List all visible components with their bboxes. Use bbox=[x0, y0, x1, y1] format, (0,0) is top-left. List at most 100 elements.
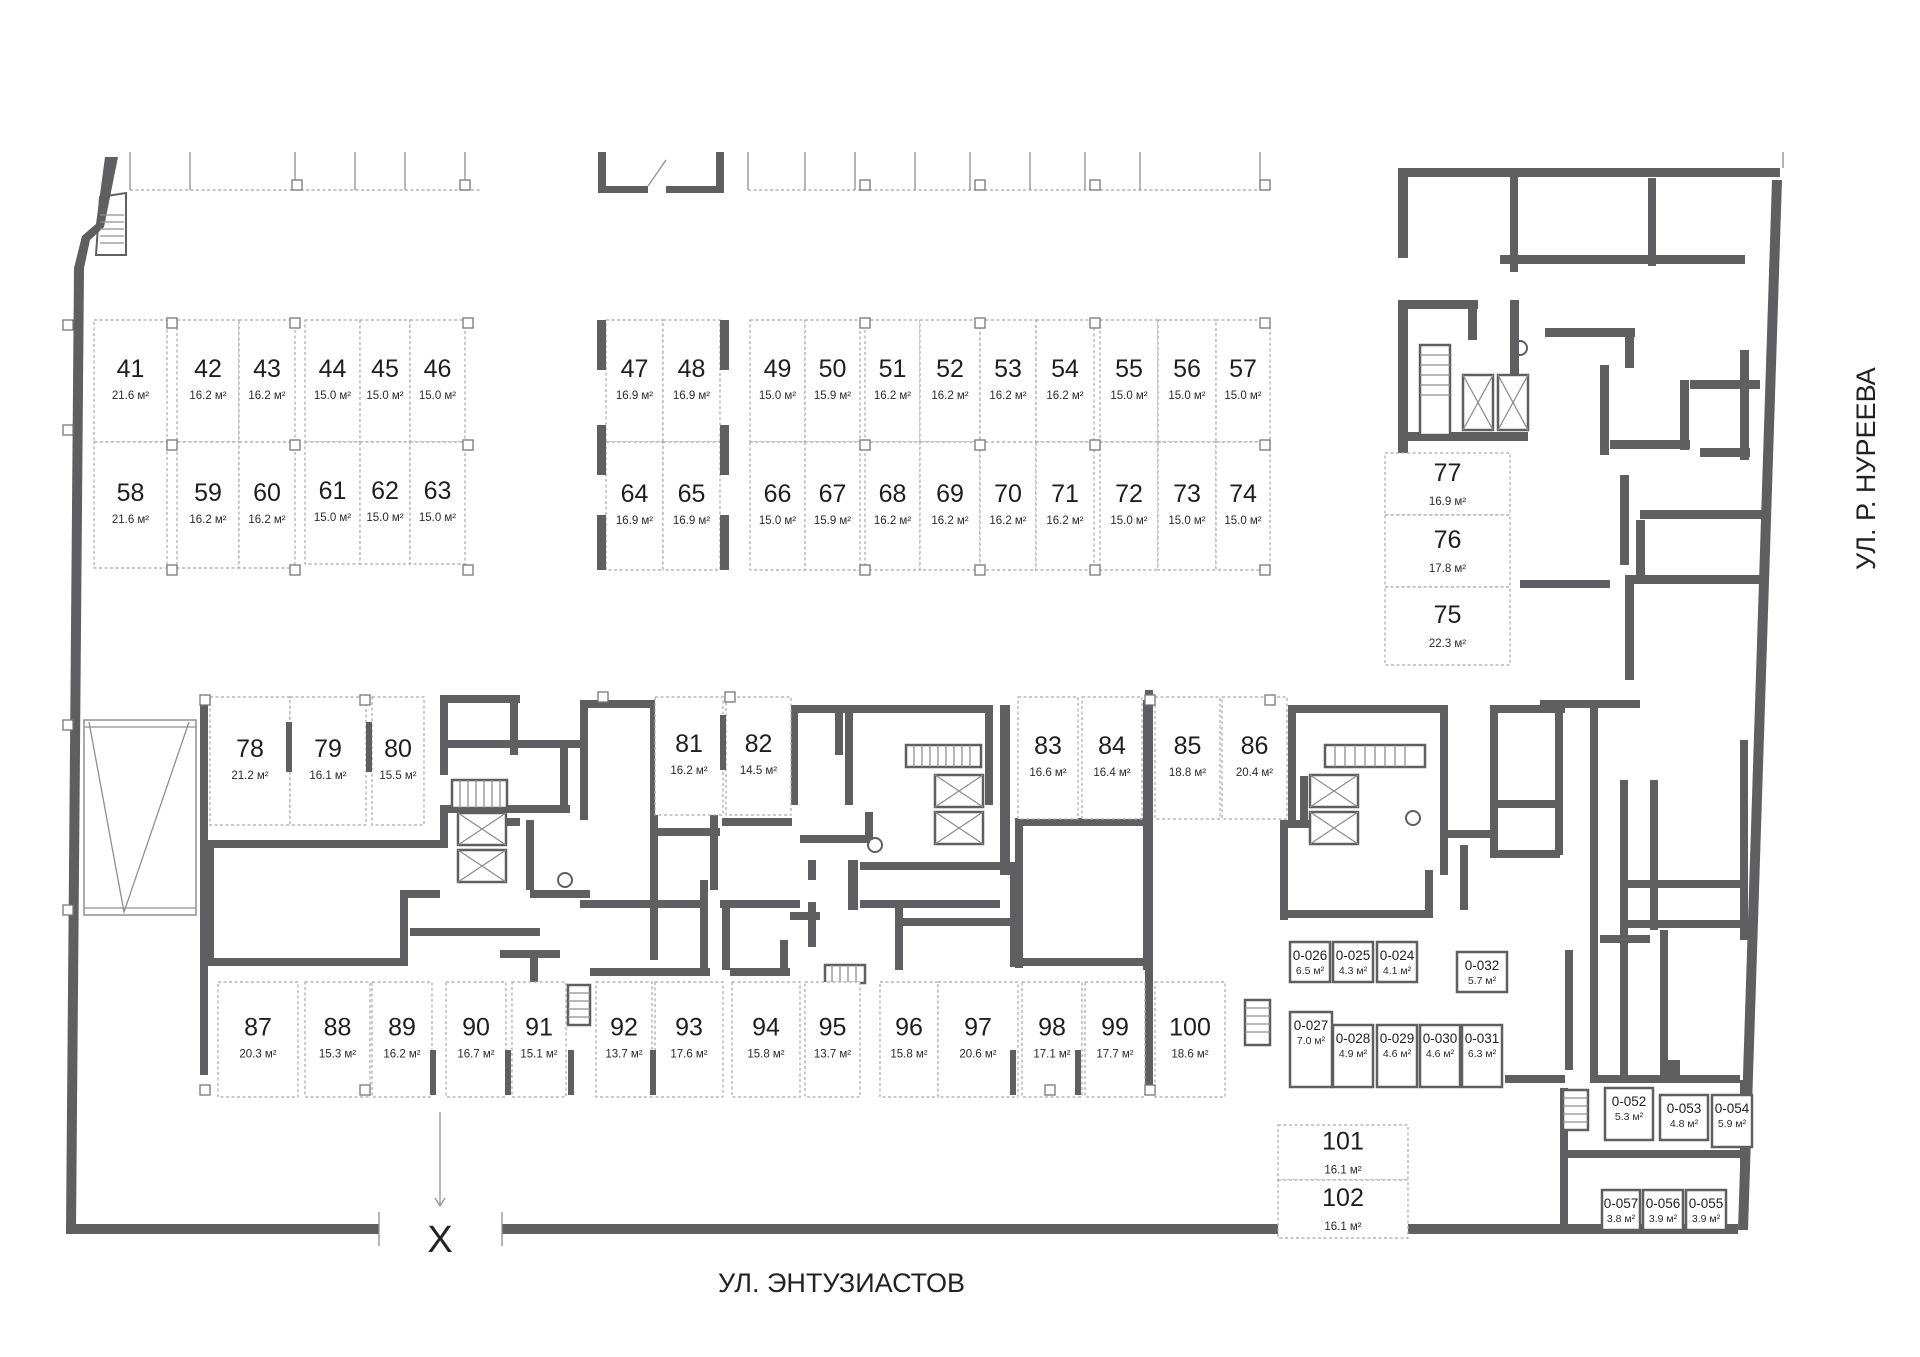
parking-space-outline bbox=[595, 981, 653, 1098]
storage-unit-area: 4.6 м² bbox=[1426, 1048, 1455, 1060]
parking-space-number: 62 bbox=[371, 477, 399, 505]
top-edge-spaces bbox=[129, 152, 1270, 193]
parking-space-area: 15.0 м² bbox=[419, 390, 456, 402]
parking-space-area: 15.0 м² bbox=[314, 390, 351, 402]
parking-space-number: 46 bbox=[424, 355, 452, 383]
storage-unit-area: 3.9 м² bbox=[1649, 1213, 1678, 1225]
parking-space-number: 53 bbox=[994, 355, 1022, 383]
parking-space[interactable]: 46 15.0 м² bbox=[409, 319, 466, 443]
parking-space-area: 16.2 м² bbox=[189, 390, 226, 402]
storage-unit-outline bbox=[1710, 1093, 1754, 1149]
parking-space-number: 58 bbox=[117, 479, 145, 507]
storage-unit-area: 4.1 м² bbox=[1383, 965, 1412, 977]
parking-space-outline bbox=[662, 441, 721, 571]
parking-space-outline bbox=[879, 981, 939, 1098]
parking-space-outline bbox=[1017, 696, 1079, 820]
parking-space-area: 15.0 м² bbox=[1224, 390, 1261, 402]
parking-space-area: 15.0 м² bbox=[419, 512, 456, 524]
storage-unit-outline bbox=[1375, 940, 1419, 984]
parking-space-area: 20.3 м² bbox=[239, 1049, 276, 1061]
parking-space-number: 75 bbox=[1434, 601, 1462, 629]
parking-space-outline bbox=[209, 696, 291, 826]
